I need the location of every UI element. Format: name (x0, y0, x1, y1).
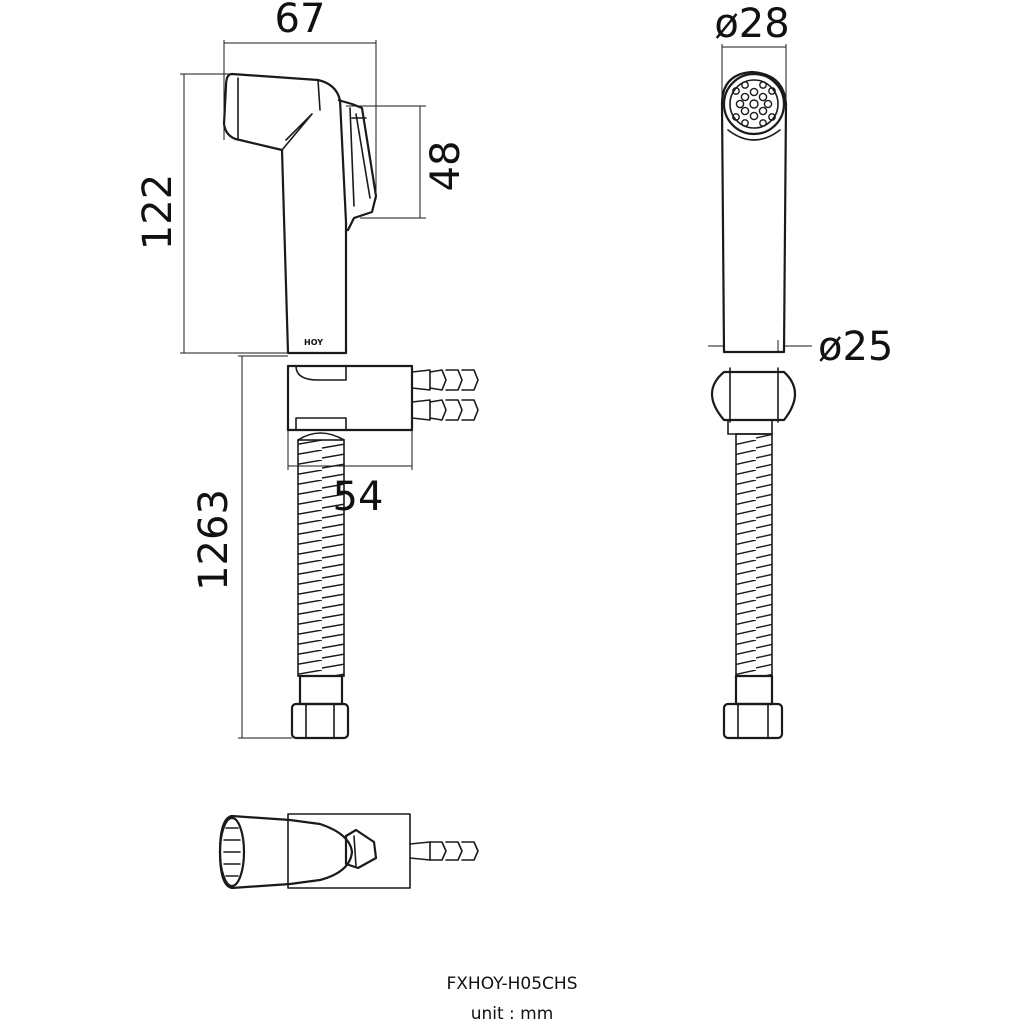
dimension-48: 48 (346, 105, 469, 219)
top-holder-plate (287, 813, 411, 889)
dimension-122: 122 (135, 73, 288, 354)
svg-text:122: 122 (135, 174, 181, 250)
front-hose-collar (734, 674, 774, 706)
side-nozzle (337, 98, 378, 232)
spray-holes (732, 81, 776, 127)
brand-logo: HOY (304, 338, 323, 347)
dimension-1263: 1263 (191, 355, 292, 739)
top-barbed-fitting (409, 841, 479, 861)
svg-text:67: 67 (275, 0, 326, 42)
side-hose-collar (298, 674, 344, 706)
side-hex-nut (290, 702, 350, 740)
svg-text:ø25: ø25 (818, 324, 893, 370)
dimension-d25: ø25 (708, 324, 893, 370)
front-hex-nut (722, 702, 784, 740)
barbed-fitting-upper (411, 369, 479, 391)
side-holder (286, 364, 414, 432)
top-view (218, 813, 479, 890)
front-holder (710, 370, 797, 422)
front-view: ø28 ø25 (708, 1, 893, 740)
side-view: HOY 67 (135, 0, 479, 740)
svg-text:1263: 1263 (191, 489, 237, 591)
side-handset-body (222, 72, 348, 355)
dimension-d28: ø28 (714, 1, 790, 104)
model-number: FXHOY-H05CHS (446, 974, 578, 994)
dimension-54: 54 (287, 430, 413, 520)
top-spray-face (218, 816, 246, 888)
barbed-fitting-lower (411, 399, 479, 421)
spray-face (722, 72, 786, 136)
svg-text:48: 48 (423, 141, 469, 192)
dimension-67: 67 (223, 0, 377, 200)
trigger-notch (281, 113, 313, 151)
svg-text:54: 54 (333, 474, 384, 520)
svg-text:ø28: ø28 (714, 1, 789, 47)
unit-label: unit : mm (470, 1004, 554, 1024)
front-hose (735, 433, 773, 677)
top-nozzle (344, 828, 378, 870)
